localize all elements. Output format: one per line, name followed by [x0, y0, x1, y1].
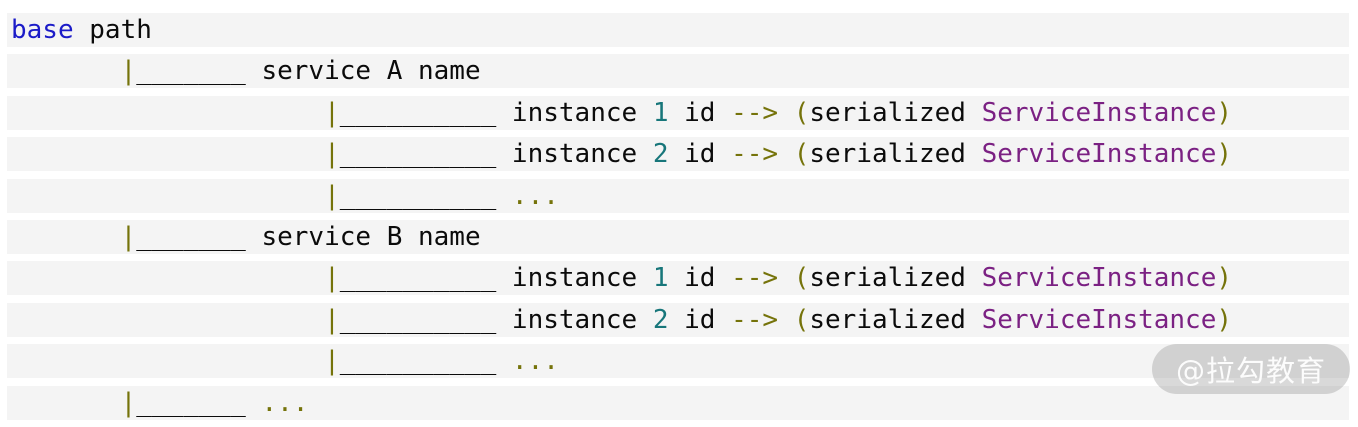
code-token-olive: ... [261, 387, 309, 418]
code-token-blue: base [11, 15, 74, 45]
code-block: base path |_______ service A name |_____… [7, 13, 1349, 427]
code-token-teal: 2 [652, 304, 669, 335]
code-token-olive: ( [793, 139, 810, 170]
code-line: |__________ ... [7, 344, 1349, 379]
code-token-black [11, 263, 324, 293]
code-line: |__________ instance 1 id --> (serialize… [7, 95, 1349, 130]
code-line: |__________ ... [7, 178, 1349, 213]
code-token-olive: ( [793, 304, 810, 335]
code-token-black: path [73, 15, 152, 45]
code-token-olive: | [324, 346, 340, 377]
code-token-olive: ... [511, 180, 559, 211]
code-token-black: _______ service A name [136, 56, 481, 87]
code-token-olive: | [120, 387, 137, 418]
code-token-black: __________ instance [339, 97, 653, 128]
code-token-olive: ( [793, 97, 810, 128]
code-token-purple: ServiceInstance [981, 139, 1217, 170]
code-token-olive: --> [731, 263, 779, 294]
code-token-olive: | [324, 139, 340, 170]
code-token-black [11, 346, 324, 376]
code-token-black [778, 139, 794, 169]
code-line: |__________ instance 2 id --> (serialize… [7, 137, 1349, 172]
code-token-black: id [668, 304, 732, 335]
watermark-text: @拉勾教育 [1175, 354, 1326, 388]
code-token-olive: | [120, 221, 137, 252]
code-token-purple: ServiceInstance [981, 304, 1217, 335]
code-token-teal: 1 [652, 263, 669, 294]
code-token-black: id [668, 263, 732, 294]
code-line: |_______ ... [7, 385, 1349, 420]
code-token-black: id [668, 139, 732, 170]
code-token-olive: ) [1216, 304, 1233, 335]
code-token-black [11, 222, 121, 252]
watermark-badge: @拉勾教育 [1152, 344, 1350, 394]
code-token-olive: --> [731, 139, 779, 170]
code-token-black [778, 98, 794, 128]
code-token-black [778, 305, 794, 335]
code-token-olive: | [324, 304, 340, 335]
code-line: |_______ service B name [7, 219, 1349, 254]
code-token-black [778, 263, 794, 293]
code-token-black: id [668, 97, 732, 128]
code-token-black [11, 181, 324, 211]
code-token-olive: ) [1216, 263, 1233, 294]
code-line: |_______ service A name [7, 54, 1349, 89]
code-token-black [11, 139, 324, 169]
code-token-black [11, 98, 324, 128]
code-line: base path [7, 13, 1349, 47]
code-token-black: __________ [339, 346, 512, 377]
code-token-olive: | [324, 180, 340, 211]
code-token-black: serialized [809, 263, 982, 294]
code-token-black: serialized [809, 139, 982, 170]
code-token-olive: | [324, 263, 340, 294]
code-token-olive: | [120, 56, 137, 87]
code-token-black [11, 56, 121, 86]
code-token-black: __________ instance [339, 304, 653, 335]
code-token-teal: 2 [652, 139, 669, 170]
code-token-olive: ... [511, 346, 559, 377]
code-token-black: __________ instance [339, 263, 653, 294]
code-token-black: __________ [339, 180, 512, 211]
code-token-black: __________ instance [339, 139, 653, 170]
code-token-black [11, 305, 324, 335]
code-token-black [11, 388, 121, 418]
code-token-purple: ServiceInstance [981, 263, 1217, 294]
code-token-olive: ( [793, 263, 810, 294]
code-token-purple: ServiceInstance [981, 97, 1217, 128]
code-token-olive: ) [1216, 139, 1233, 170]
code-token-olive: --> [731, 97, 779, 128]
code-token-black: _______ service B name [136, 221, 481, 252]
code-token-black: serialized [809, 97, 982, 128]
code-token-black: _______ [136, 387, 262, 418]
code-token-teal: 1 [652, 97, 669, 128]
code-token-olive: | [324, 97, 340, 128]
code-line: |__________ instance 2 id --> (serialize… [7, 302, 1349, 337]
code-token-olive: --> [731, 304, 779, 335]
code-line: |__________ instance 1 id --> (serialize… [7, 261, 1349, 296]
code-token-olive: ) [1216, 97, 1233, 128]
code-token-black: serialized [809, 304, 982, 335]
